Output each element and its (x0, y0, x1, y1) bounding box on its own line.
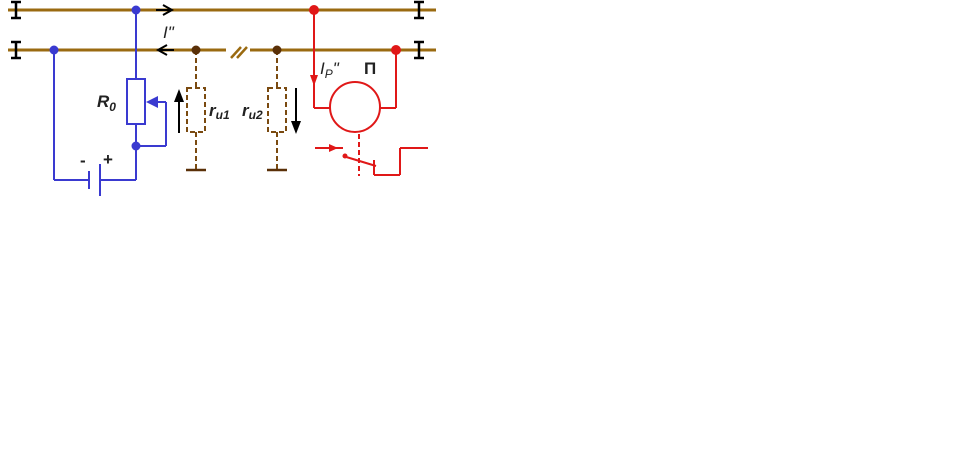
node-leak-2 (272, 45, 282, 55)
resistor-r0 (126, 78, 146, 125)
battery (88, 164, 101, 196)
rail-break (226, 44, 250, 59)
label-r0: R0 (97, 92, 116, 114)
label-battery-plus: + (103, 150, 113, 169)
arrow-leak-down (291, 88, 301, 134)
relay-contact-arrow (329, 144, 338, 152)
insulated-joint-top-right (414, 0, 424, 20)
relay-contact-pivot (342, 153, 348, 159)
label-relay-current: IP" (320, 59, 340, 81)
relay-coil (329, 81, 381, 133)
node-rheostat (131, 141, 141, 151)
insulated-joint-bottom-left (11, 40, 21, 60)
node-relay-bottom (391, 45, 401, 55)
arrow-top-rail-right (156, 4, 175, 16)
node-source-left (49, 45, 59, 55)
relay-current-arrow (310, 75, 318, 86)
arrow-bottom-rail-left (155, 44, 174, 56)
label-ru2: ru2 (242, 101, 263, 122)
node-source-top (131, 5, 141, 15)
insulated-joint-top-left (11, 0, 21, 20)
leak-resistance-1 (186, 50, 206, 170)
label-relay-symbol: П (364, 59, 376, 78)
relay-circuit (313, 10, 397, 109)
insulated-joint-bottom-right (414, 40, 424, 60)
node-leak-1 (191, 45, 201, 55)
arrow-leak-up (174, 89, 184, 133)
node-relay-top (309, 5, 319, 15)
rheostat-arrow (146, 96, 158, 108)
source-circuit (53, 10, 167, 181)
label-battery-minus: - (80, 151, 86, 170)
label-ru1: ru1 (209, 101, 230, 122)
relay-contact (315, 134, 428, 176)
label-current: I" (163, 23, 175, 42)
leak-resistance-2 (267, 50, 287, 170)
